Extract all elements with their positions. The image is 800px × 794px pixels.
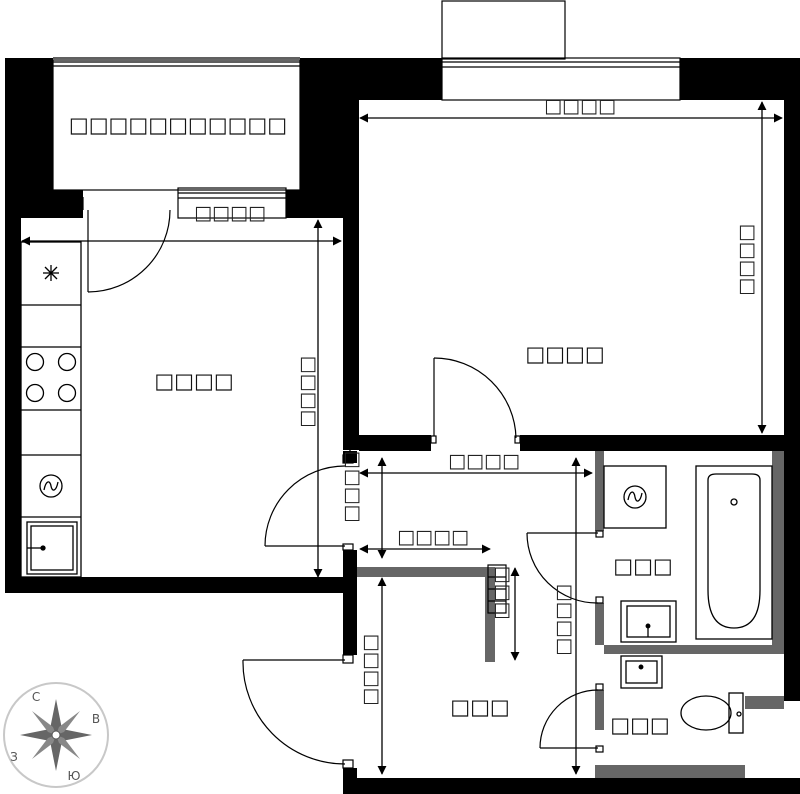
- partitions: [357, 451, 784, 778]
- hall-label: □□□: [450, 695, 510, 719]
- wardrobe-depth-dimension: □□□: [490, 566, 512, 620]
- balcony-door: [82, 187, 287, 293]
- toilet-door: [539, 683, 604, 753]
- washing-machine-icon: [39, 474, 63, 498]
- corridor-width-dimension: □□□□: [448, 450, 520, 472]
- kitchen-label: □□□□: [154, 369, 233, 393]
- kitchen-counter: [20, 241, 82, 578]
- toilet-icon: [680, 692, 744, 734]
- balcony-label: □□□□□□□□□□□: [69, 113, 287, 137]
- bath-block-height-dimension: □□□□: [552, 584, 574, 656]
- bathroom-label: □□□: [613, 554, 673, 578]
- fridge-icon: [43, 265, 59, 281]
- compass-rose-icon: [20, 699, 92, 771]
- entrance-door: [242, 654, 354, 769]
- bathroom-door: [526, 530, 604, 604]
- compass-north: С: [32, 690, 40, 704]
- hall-width-dimension: □□□□: [397, 526, 469, 548]
- stove-icon: [25, 352, 77, 403]
- dimension-lines: [21, 101, 783, 775]
- living-window: [441, 0, 681, 101]
- compass-south: Ю: [68, 769, 81, 783]
- compass-east: В: [92, 712, 100, 726]
- hall-height-dimension: □□□□: [359, 634, 381, 706]
- compass: С В Ю З: [3, 682, 109, 788]
- entry-height-dimension: □□□□: [340, 451, 362, 523]
- living-width-dimension: □□□□: [544, 95, 616, 117]
- toilet-sink-icon: [620, 655, 663, 689]
- bathroom-washer-icon: [603, 465, 667, 529]
- exterior-walls: [5, 58, 800, 794]
- wardrobe: [487, 564, 507, 614]
- toilet-label: □□□: [610, 713, 670, 737]
- compass-west: З: [10, 750, 18, 764]
- living-door: [430, 357, 521, 444]
- kitchen-sink-icon: [26, 521, 78, 575]
- bathtub-icon: [695, 465, 773, 640]
- living-height-dimension: □□□□: [735, 224, 757, 296]
- balcony: [52, 57, 301, 191]
- living-room-label: □□□□: [525, 342, 604, 366]
- bathroom-sink-icon: [620, 600, 677, 643]
- kitchen-door: [264, 454, 354, 551]
- kitchen-height-dimension: □□□□: [296, 356, 318, 428]
- balcony-door-dimension: □□□□: [194, 202, 266, 224]
